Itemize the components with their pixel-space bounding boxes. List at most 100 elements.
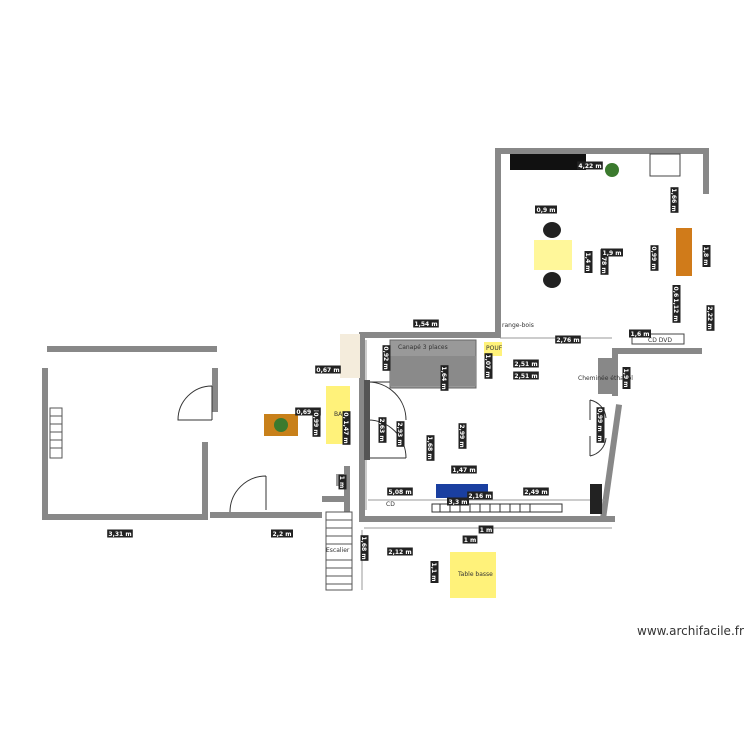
dimension-label: 1,12 m bbox=[672, 297, 681, 323]
stairs-upper bbox=[649, 153, 681, 177]
dimension-label: 2,16 m bbox=[467, 491, 493, 500]
dimension-label: 0,69 m bbox=[295, 407, 321, 416]
dimension-text: 2,63 m bbox=[378, 418, 385, 441]
dimension-label: 1,07 m bbox=[484, 353, 493, 379]
dimension-label: 1 m bbox=[462, 535, 478, 544]
dimension-label: 2,51 m bbox=[513, 359, 539, 368]
watermark: www.archifacile.fr bbox=[637, 624, 744, 638]
dimension-text: 2,99 m bbox=[458, 424, 465, 447]
dimension-text: 3,78 m bbox=[600, 250, 607, 273]
dimension-text: 1,66 m bbox=[670, 188, 677, 211]
dimension-text: 2,16 m bbox=[468, 493, 491, 500]
dimension-label: 4,22 m bbox=[577, 161, 603, 170]
orange-cabinet bbox=[676, 228, 692, 276]
dimension-text: 0,9 m bbox=[537, 207, 556, 214]
pouf bbox=[484, 342, 502, 356]
room-labels: Canapé 3 places POUF BAR Cheminée éthano… bbox=[326, 322, 672, 578]
dimension-text: 0,69 m bbox=[296, 409, 319, 416]
walls bbox=[42, 148, 709, 522]
label-bar: BAR bbox=[334, 411, 346, 418]
dimension-label: 0,67 m bbox=[315, 365, 341, 374]
dimension-label: 0,9 m bbox=[535, 205, 557, 214]
label-canape: Canapé 3 places bbox=[398, 344, 448, 351]
dimension-text: 0,92 m bbox=[382, 346, 389, 369]
stairs-lower bbox=[325, 511, 353, 591]
dimension-text: 1,47 m bbox=[342, 420, 349, 443]
dimension-label: 1,68 m bbox=[426, 435, 435, 461]
dimension-text: 5,08 m bbox=[388, 489, 411, 496]
dimension-text: 0,99 m bbox=[650, 246, 657, 269]
dimension-text: 1,07 m bbox=[484, 354, 491, 377]
label-cd-dvd: CD DVD bbox=[648, 337, 672, 344]
dimension-text: 0,6 m bbox=[672, 287, 679, 306]
dimension-text: 2,22 m bbox=[706, 306, 713, 329]
wall-main-left bbox=[359, 332, 365, 522]
wall-middle-corner bbox=[322, 496, 350, 502]
dimension-text: 2,49 m bbox=[524, 489, 547, 496]
kitchen-counter bbox=[510, 154, 586, 170]
dimension-label: 1,68 m bbox=[360, 535, 369, 561]
dimension-label: 2,51 m bbox=[513, 371, 539, 380]
dimension-text: 2,93 m bbox=[396, 422, 403, 445]
coffee-table bbox=[450, 552, 496, 598]
dining-table bbox=[534, 240, 572, 270]
dimension-label: 1 m bbox=[338, 474, 347, 490]
dimension-label: 1,4 m bbox=[584, 251, 593, 273]
wall-upper-top bbox=[495, 148, 709, 154]
dimension-label: 2,12 m bbox=[387, 547, 413, 556]
wall-step bbox=[612, 348, 702, 354]
door-main-right-2 bbox=[589, 436, 607, 457]
dimension-label: 0,99 m bbox=[596, 407, 605, 433]
dimension-label: 1,9 m bbox=[622, 367, 631, 389]
label-cheminee: Cheminée éthanol bbox=[578, 375, 633, 382]
dimension-text: 0,67 m bbox=[316, 367, 339, 374]
door-left-room bbox=[177, 385, 213, 421]
dimension-label: 3,31 m bbox=[107, 529, 133, 538]
wall-upper-left bbox=[495, 150, 501, 338]
dimension-text: 2,12 m bbox=[388, 549, 411, 556]
fireplace bbox=[598, 358, 612, 394]
dimension-text: 2,76 m bbox=[556, 337, 579, 344]
dimension-text: 1,1 m bbox=[430, 563, 437, 582]
dimension-text: 1,6 m bbox=[631, 331, 650, 338]
wall-left-room-right-upper bbox=[212, 368, 218, 412]
wall-middle-right bbox=[344, 466, 350, 518]
dimension-text: 1,54 m bbox=[414, 321, 437, 328]
wall-left-room-bottom bbox=[42, 514, 208, 520]
dimension-label: 2,49 m bbox=[523, 487, 549, 496]
dimension-text: 3,31 m bbox=[108, 531, 131, 538]
label-pouf: POUF bbox=[486, 345, 503, 352]
dimension-text: 1,47 m bbox=[452, 467, 475, 474]
dimension-label: 1,54 m bbox=[413, 319, 439, 328]
cd-dvd-shelf bbox=[631, 333, 685, 345]
dimension-label: 1,1 m bbox=[430, 561, 439, 583]
label-table-basse: Table basse bbox=[457, 571, 493, 578]
dimension-label: 1,47 m bbox=[342, 419, 351, 445]
wall-main-bottom bbox=[359, 516, 615, 522]
doors bbox=[177, 381, 607, 513]
dimension-label: 2,99 m bbox=[458, 423, 467, 449]
dimension-text: 4,22 m bbox=[578, 163, 601, 170]
dimension-text: 1,9 m bbox=[603, 250, 622, 257]
dimension-text: 1,68 m bbox=[360, 536, 367, 559]
dimension-label: 2,93 m bbox=[396, 421, 405, 447]
plant bbox=[605, 163, 619, 177]
door-main-right-1 bbox=[589, 399, 607, 420]
wall-middle-bottom bbox=[210, 512, 322, 518]
dimension-label: 2,76 m bbox=[555, 335, 581, 344]
wall-left-room-right-lower bbox=[202, 442, 208, 520]
bookshelf bbox=[364, 380, 370, 460]
dimension-label: 1,66 m bbox=[670, 187, 679, 213]
dimension-label: 1,64 m bbox=[440, 365, 449, 391]
wall-main-top-left bbox=[359, 332, 501, 338]
dimension-text: 1,4 m bbox=[584, 253, 591, 272]
dimension-text: 2,51 m bbox=[514, 373, 537, 380]
dimension-label: 2,22 m bbox=[706, 305, 715, 331]
dimension-text: 1,8 m bbox=[702, 247, 709, 266]
dimension-text: 1 m bbox=[338, 476, 345, 489]
wall-left-room-left bbox=[42, 368, 48, 520]
label-escalier: Escalier bbox=[326, 547, 350, 554]
label-range-bois: range-bois bbox=[502, 322, 534, 329]
range-bois bbox=[340, 334, 360, 378]
